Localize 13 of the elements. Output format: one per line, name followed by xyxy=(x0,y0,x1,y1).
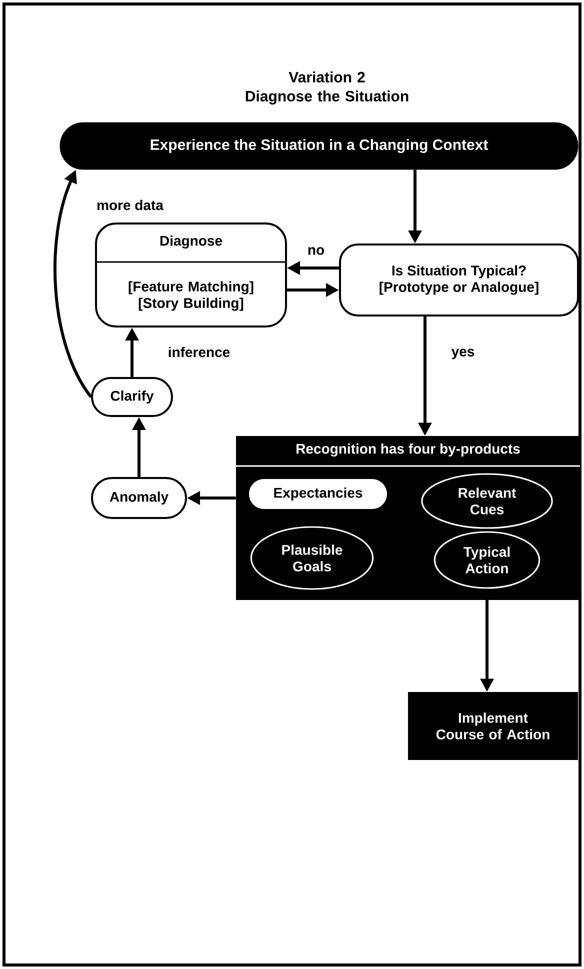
decision-box: Is Situation Typical? [Prototype or Analogue] xyxy=(339,244,579,316)
node-label: Implement Course of Action xyxy=(436,712,550,740)
edge-label: more data xyxy=(96,198,164,212)
oval: Typical Action xyxy=(434,531,540,589)
edge-label: inference xyxy=(166,346,232,358)
edge-label: no xyxy=(306,246,326,256)
process-box: Implement Course of Action xyxy=(408,692,578,760)
process-pill: Experience the Situation in a Changing Context xyxy=(60,122,578,170)
node-label: Recognition has four by-products xyxy=(296,443,520,457)
oval: Plausible Goals xyxy=(250,526,374,590)
process-box: Diagnose [Feature Matching] [Story Building] xyxy=(95,222,287,328)
oval: Relevant Cues xyxy=(421,473,553,529)
title: Variation 2 Diagnose the Situation xyxy=(246,71,408,105)
